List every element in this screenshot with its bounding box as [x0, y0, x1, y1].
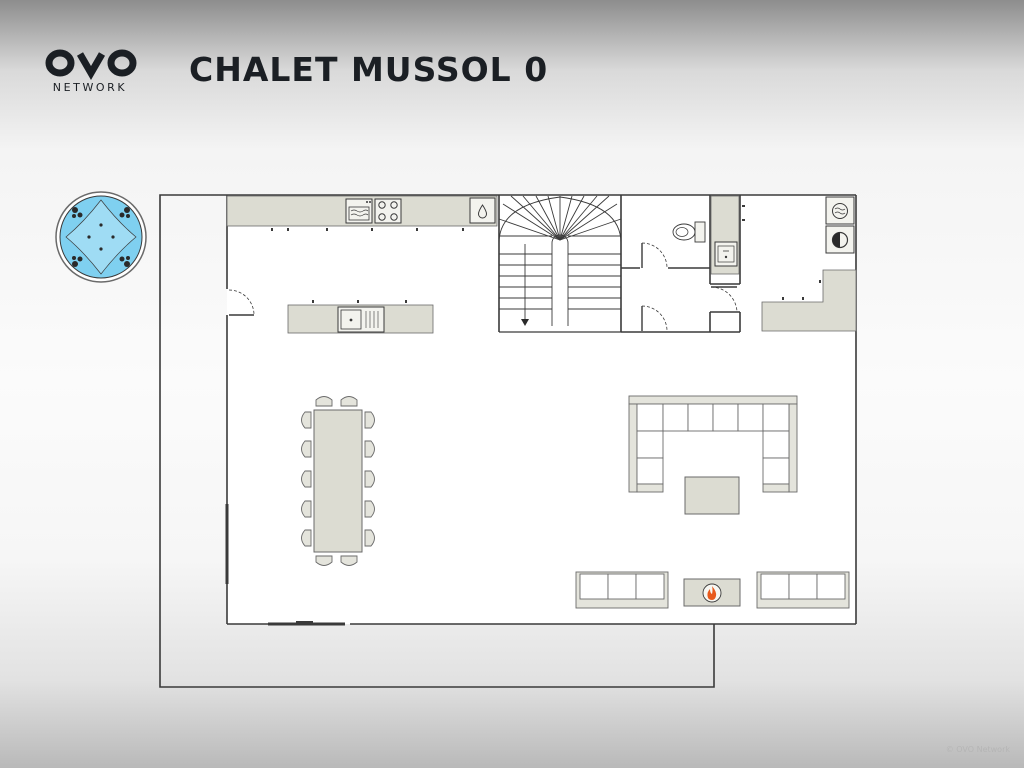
- sofa-left: [575, 571, 669, 609]
- fireplace-icon: [683, 578, 741, 607]
- hot-tub-icon: [55, 191, 147, 283]
- sink-icon: [337, 306, 385, 333]
- dining-chairs: [301, 396, 375, 566]
- dining-table: [313, 409, 363, 553]
- oven-icon: [345, 198, 373, 224]
- hob-icon: [374, 198, 402, 224]
- interior-walls: [621, 195, 741, 333]
- terrace-outline: [159, 194, 715, 688]
- washing-machine-icon: [825, 196, 855, 225]
- sofa-right: [756, 571, 850, 609]
- entry-door: [228, 289, 255, 316]
- utility-door: [710, 286, 738, 313]
- staircase: [498, 195, 622, 333]
- copyright-text: © OVO Network: [945, 745, 1010, 754]
- dryer-icon: [825, 225, 855, 254]
- ovo-network-logo: NETWORK: [44, 46, 140, 100]
- toilet-icon: [672, 221, 706, 243]
- page-title: CHALET MUSSOL 0: [189, 50, 549, 89]
- water-drop-icon: [469, 197, 496, 224]
- ovo-logo-mark: [45, 49, 137, 80]
- stairs-arrow-icon: [521, 319, 529, 326]
- vanity-unit: [710, 195, 740, 275]
- coffee-table: [684, 476, 740, 515]
- sectional-sofa: [628, 395, 798, 493]
- wc-door: [641, 305, 668, 332]
- logo-network-text: NETWORK: [52, 81, 128, 94]
- bathroom-door: [641, 242, 668, 269]
